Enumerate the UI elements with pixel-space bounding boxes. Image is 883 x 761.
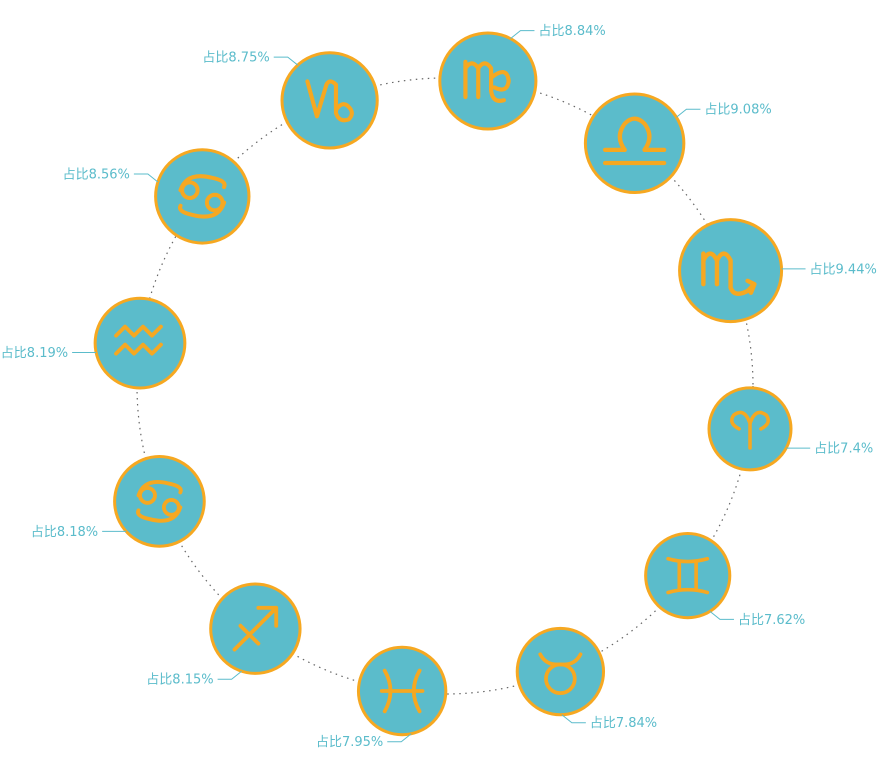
slice-bubble[interactable]: [113, 455, 206, 548]
slice-6[interactable]: 占比7.84%: [515, 626, 657, 731]
slice-12[interactable]: 占比8.75%: [202, 51, 379, 150]
leader-line: [561, 714, 586, 724]
slice-8[interactable]: 占比8.15%: [146, 582, 302, 688]
slice-bubble[interactable]: [280, 51, 379, 150]
slice-3[interactable]: 占比9.44%: [678, 218, 877, 324]
leader-line: [387, 733, 412, 743]
slice-5[interactable]: 占比7.62%: [644, 532, 806, 628]
slice-label: 占比7.84%: [590, 716, 657, 731]
slice-bubble[interactable]: [583, 92, 686, 195]
slice-10[interactable]: 占比8.19%: [1, 296, 187, 390]
slice-label: 占比7.4%: [814, 442, 873, 457]
slice-label: 占比7.62%: [738, 613, 805, 628]
slice-label: 占比8.84%: [538, 24, 605, 39]
slice-label: 占比7.95%: [316, 735, 383, 750]
leader-line: [273, 56, 299, 66]
leader-line: [676, 108, 701, 118]
slice-label: 占比8.18%: [31, 525, 98, 540]
slice-bubble[interactable]: [154, 148, 251, 245]
leader-line: [709, 610, 734, 620]
slice-2[interactable]: 占比9.08%: [583, 92, 772, 195]
slice-label: 占比9.44%: [810, 262, 877, 277]
slice-bubble[interactable]: [515, 626, 606, 717]
slice-11[interactable]: 占比8.56%: [63, 148, 251, 245]
slice-label: 占比9.08%: [704, 103, 771, 118]
leader-line: [133, 173, 159, 183]
slice-bubble[interactable]: [93, 296, 187, 390]
slice-bubble[interactable]: [644, 532, 732, 620]
slice-label: 占比8.56%: [63, 167, 130, 182]
leader-line: [217, 670, 242, 680]
leader-line: [510, 30, 535, 39]
slice-4[interactable]: 占比7.4%: [707, 386, 873, 472]
slice-label: 占比8.15%: [146, 673, 213, 688]
slice-9[interactable]: 占比8.18%: [31, 455, 206, 548]
slice-7[interactable]: 占比7.95%: [316, 645, 448, 750]
chart-marks: 占比8.84% 占比9.08% 占比9.44% 占比7.4% 占比7.62% 占比7.84…: [1, 24, 877, 750]
slice-1[interactable]: 占比8.84%: [438, 24, 606, 131]
slice-bubble[interactable]: [438, 31, 538, 131]
slice-label: 占比8.19%: [1, 346, 68, 361]
slice-label: 占比8.75%: [202, 51, 269, 66]
